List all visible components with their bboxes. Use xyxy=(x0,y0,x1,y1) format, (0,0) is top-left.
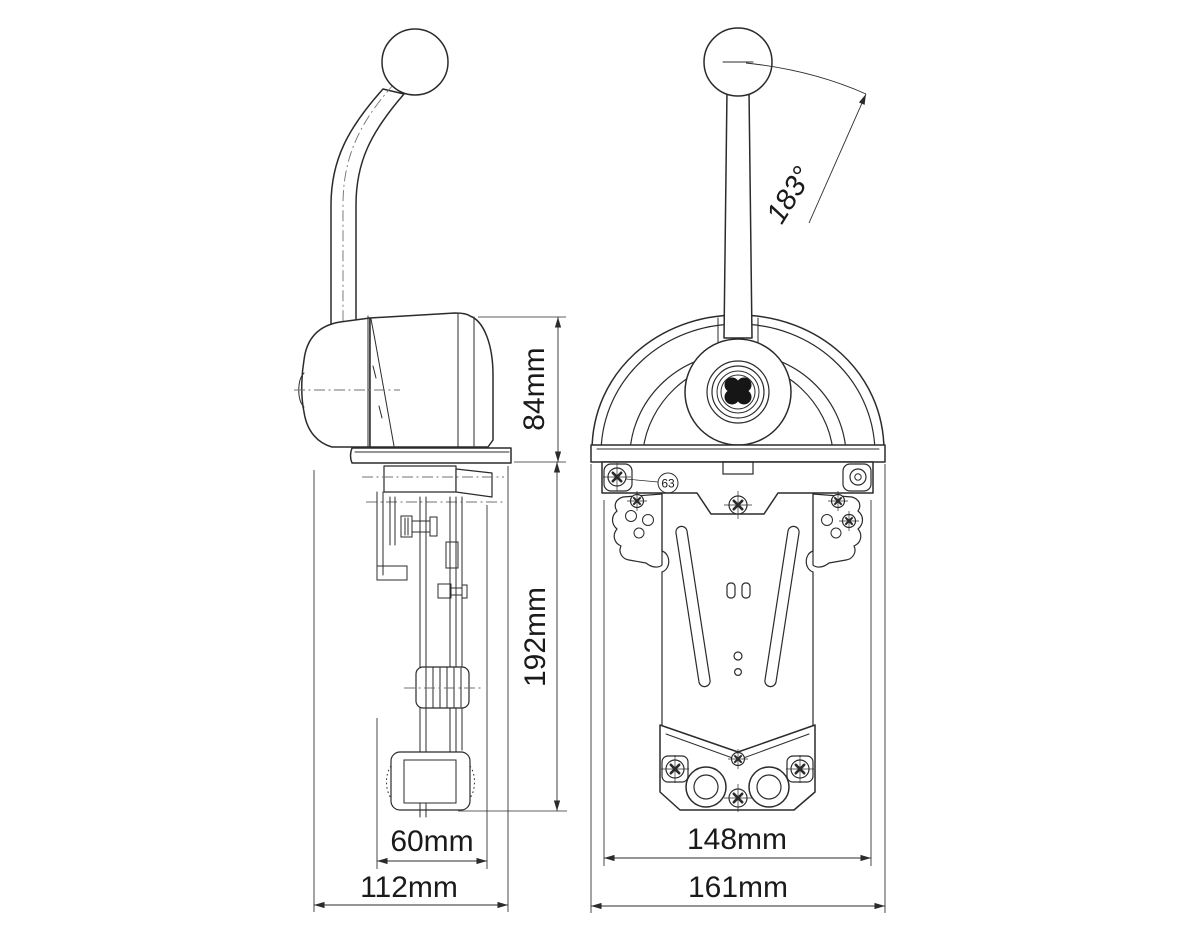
pivot-cap-quatrefoil xyxy=(724,377,752,405)
gusset-right xyxy=(812,490,864,568)
pivot-ring-4 xyxy=(720,374,756,410)
vent-slot-left xyxy=(726,582,736,599)
flange-pad-right xyxy=(842,463,872,492)
angle-arc xyxy=(745,62,867,95)
mounting-flange xyxy=(601,461,874,515)
cable-clamp xyxy=(390,751,471,811)
adjuster-barrel xyxy=(415,666,470,709)
balloon-leader xyxy=(625,478,659,483)
body-detail-lines xyxy=(367,313,475,448)
control-body-side xyxy=(369,312,494,448)
dim-192mm-label: 192mm xyxy=(519,587,552,687)
dim-112mm: 112mm xyxy=(313,466,509,912)
under-panel-mechanism-side xyxy=(362,465,504,818)
front-view: 63 xyxy=(590,27,886,814)
dim-84mm-label: 84mm xyxy=(518,347,551,430)
dim-angle-183: 183° xyxy=(745,62,867,229)
front-lever-shaft xyxy=(723,89,753,339)
pivot-ring-3 xyxy=(716,370,760,414)
dim-192mm: 192mm xyxy=(458,461,567,812)
handle-centerline xyxy=(342,83,395,394)
gusset-left xyxy=(611,490,663,568)
dim-148mm-label: 148mm xyxy=(687,823,787,856)
flange-bushing-hole xyxy=(854,473,862,481)
mech-frame-lines xyxy=(376,491,468,753)
cable-port-right xyxy=(748,766,790,808)
body-side-left xyxy=(661,492,670,727)
pivot-ring-2 xyxy=(711,365,765,419)
rib-slot-left xyxy=(675,525,711,688)
clamp-spring-left xyxy=(386,765,392,799)
dome-base-plate xyxy=(590,444,886,463)
angle-leader xyxy=(808,93,867,224)
cable-entry-block xyxy=(659,724,816,814)
dim-148mm: 148mm xyxy=(603,500,872,866)
dim-161mm: 161mm xyxy=(590,464,886,913)
pilot-hole-upper xyxy=(733,651,743,661)
balloon-63 xyxy=(657,472,679,494)
flange-bushing-right xyxy=(849,468,867,486)
adjuster-barrel-ribs xyxy=(425,666,462,709)
side-view xyxy=(294,28,512,818)
mech-top-block xyxy=(383,465,457,493)
lever-hub xyxy=(301,317,371,448)
body-side-right xyxy=(805,492,814,727)
pilot-hole-lower xyxy=(733,667,742,676)
flange-center-tab xyxy=(722,461,754,475)
vent-slot-right xyxy=(741,582,751,599)
dim-161mm-label: 161mm xyxy=(688,871,788,904)
cable-rod xyxy=(419,802,427,818)
clamp-spring-right xyxy=(469,765,475,799)
dome-slot-collar xyxy=(717,317,759,346)
dim-60mm: 60mm xyxy=(376,505,488,869)
dim-60mm-label: 60mm xyxy=(390,825,473,858)
balloon-63-label: 63 xyxy=(661,477,675,491)
mounting-plate-side xyxy=(349,447,512,464)
dim-112mm-label: 112mm xyxy=(360,871,458,904)
dim-84mm: 84mm xyxy=(478,316,566,463)
handle-shaft xyxy=(325,88,405,347)
rib-slot-right xyxy=(764,525,800,688)
cable-port-left xyxy=(685,766,727,808)
mech-wedge xyxy=(455,468,493,498)
cable-clamp-inner xyxy=(403,759,457,804)
pivot-ring-1 xyxy=(706,360,770,424)
handle-ball xyxy=(381,28,449,96)
